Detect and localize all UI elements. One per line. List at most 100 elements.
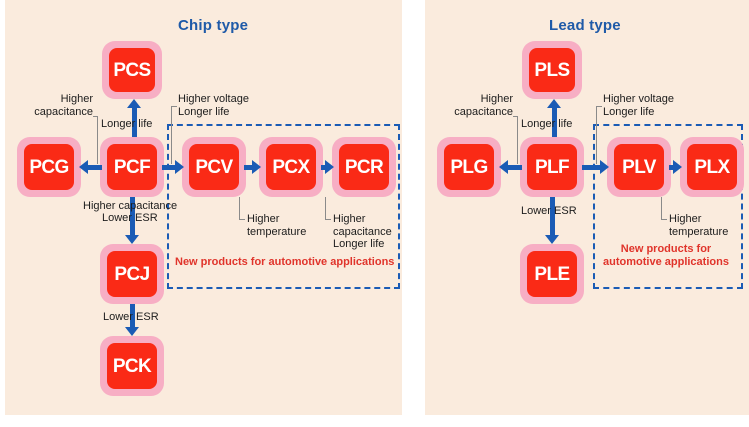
new-products-region-chip	[167, 124, 400, 289]
callout-plg: Higher capacitance	[447, 93, 513, 118]
node-pcf-label: PCF	[113, 156, 151, 178]
node-pck[interactable]: PCK	[100, 336, 164, 396]
node-pcs-label: PCS	[113, 59, 151, 81]
node-plv[interactable]: PLV	[607, 137, 671, 197]
leader-pcx-horizontal	[239, 219, 245, 220]
node-plg-label: PLG	[450, 156, 488, 178]
node-pls-inner: PLS	[529, 48, 575, 92]
edge-label-pcj-pck: Lower ESR	[103, 311, 159, 323]
leader-pcx-vertical	[239, 197, 240, 219]
leader-pcg-horizontal	[93, 116, 98, 117]
node-plf[interactable]: PLF	[520, 137, 584, 197]
node-plv-label: PLV	[622, 156, 656, 178]
node-pck-label: PCK	[112, 355, 152, 377]
node-plg-inner: PLG	[444, 144, 494, 190]
node-pcg-inner: PCG	[24, 144, 74, 190]
node-ple-label: PLE	[534, 263, 570, 285]
callout-pcg-line1: Higher	[60, 93, 93, 105]
arrow-plf-to-pls	[547, 99, 561, 137]
node-plf-label: PLF	[534, 156, 570, 178]
node-plx[interactable]: PLX	[680, 137, 744, 197]
callout-plv-line1: Higher voltage	[603, 93, 674, 105]
node-pcg-label: PCG	[29, 156, 69, 178]
node-pcj[interactable]: PCJ	[100, 244, 164, 304]
callout-plx-line2: temperature	[669, 225, 729, 238]
node-pcv-label: PCV	[195, 156, 233, 178]
node-plg[interactable]: PLG	[437, 137, 501, 197]
callout-pcr: Higher capacitance Longer life	[333, 213, 403, 251]
node-plf-inner: PLF	[527, 144, 577, 190]
arrow-plf-to-plv	[582, 160, 609, 174]
node-pck-inner: PCK	[107, 343, 157, 389]
node-ple[interactable]: PLE	[520, 244, 584, 304]
arrow-plv-to-plx	[669, 160, 682, 174]
edge-label-plf-ple: Lower ESR	[521, 205, 577, 217]
node-pcs[interactable]: PCS	[102, 41, 162, 99]
edge-label-plf-pls: Longer life	[521, 118, 573, 130]
arrow-pcf-to-pcj	[125, 197, 139, 244]
node-pcr[interactable]: PCR	[332, 137, 396, 197]
new-products-note-lead-line2: automotive applications	[603, 256, 729, 268]
arrow-pcx-to-pcr	[321, 160, 334, 174]
node-pcr-label: PCR	[344, 156, 384, 178]
arrow-pcf-to-pcg	[79, 160, 102, 174]
callout-pcr-line2: capacitance	[333, 225, 392, 238]
leader-plx-horizontal	[661, 219, 667, 220]
node-pcv[interactable]: PCV	[182, 137, 246, 197]
callout-plx: Higher temperature	[669, 213, 739, 238]
node-pcr-inner: PCR	[339, 144, 389, 190]
node-pcj-label: PCJ	[114, 263, 150, 285]
callout-plx-line1: Higher	[669, 213, 702, 225]
node-pcg[interactable]: PCG	[17, 137, 81, 197]
leader-plv-horizontal	[596, 106, 602, 107]
callout-plg-line2: capacitance	[454, 105, 513, 118]
new-products-note-lead: New products for automotive applications	[597, 243, 735, 269]
node-pcj-inner: PCJ	[107, 251, 157, 297]
arrow-plf-to-plg	[499, 160, 522, 174]
edge-label-pcf-pcj-1: Higher capacitance	[83, 200, 178, 212]
callout-pcx-line2: temperature	[247, 225, 307, 238]
node-pcs-inner: PCS	[109, 48, 155, 92]
leader-pcr-vertical	[325, 197, 326, 219]
callout-pcr-line1: Higher	[333, 213, 366, 225]
leader-pcv-horizontal	[171, 106, 177, 107]
arrow-pcf-to-pcs	[127, 99, 141, 137]
arrow-plf-to-ple	[545, 197, 559, 244]
node-pcx[interactable]: PCX	[259, 137, 323, 197]
leader-pcr-horizontal	[325, 219, 331, 220]
node-pls[interactable]: PLS	[522, 41, 582, 99]
panel-title-chip: Chip type	[178, 17, 249, 34]
edge-label-pcf-pcs: Longer life	[101, 118, 153, 130]
callout-pcx-line1: Higher	[247, 213, 280, 225]
callout-pcr-line3: Longer life	[333, 238, 385, 250]
panel-lead-type: Lead type New products for automotive ap…	[425, 0, 749, 415]
callout-pcv: Higher voltage Longer life	[178, 93, 268, 118]
node-plx-label: PLX	[694, 156, 730, 178]
node-plx-inner: PLX	[687, 144, 737, 190]
leader-pcg-vertical	[97, 116, 98, 164]
node-plv-inner: PLV	[614, 144, 664, 190]
leader-pcv-vertical	[171, 106, 172, 164]
node-pcv-inner: PCV	[189, 144, 239, 190]
callout-pcg-line2: capacitance	[34, 105, 93, 118]
node-pcf[interactable]: PCF	[100, 137, 164, 197]
leader-plg-vertical	[517, 116, 518, 164]
arrow-pcj-to-pck	[125, 304, 139, 336]
node-pls-label: PLS	[534, 59, 570, 81]
leader-plg-horizontal	[513, 116, 518, 117]
callout-plv-line2: Longer life	[603, 105, 655, 118]
new-products-region-lead	[593, 124, 743, 289]
callout-pcv-line2: Longer life	[178, 105, 230, 118]
node-pcf-inner: PCF	[107, 144, 157, 190]
new-products-note-chip: New products for automotive applications	[175, 256, 395, 268]
leader-plx-vertical	[661, 197, 662, 219]
node-ple-inner: PLE	[527, 251, 577, 297]
panel-chip-type: Chip type New products for automotive ap…	[5, 0, 402, 415]
callout-pcx: Higher temperature	[247, 213, 317, 238]
new-products-note-lead-line1: New products for	[620, 243, 712, 255]
callout-plv: Higher voltage Longer life	[603, 93, 693, 118]
callout-pcv-line1: Higher voltage	[178, 93, 249, 105]
node-pcx-inner: PCX	[266, 144, 316, 190]
arrow-pcf-to-pcv	[162, 160, 184, 174]
